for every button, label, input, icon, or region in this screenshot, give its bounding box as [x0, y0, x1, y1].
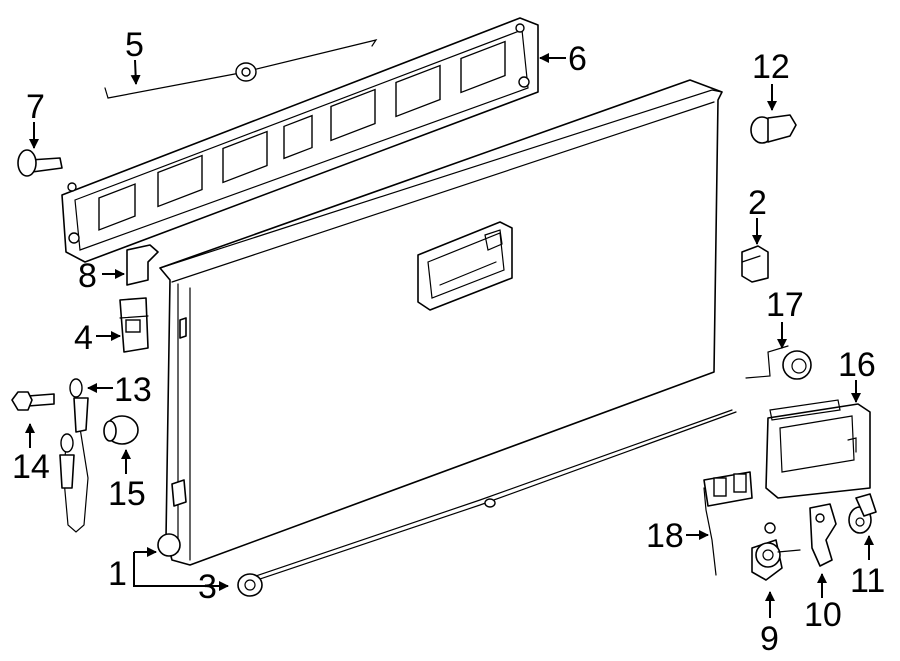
callout-15: 15: [108, 475, 146, 513]
tailgate-shell: [157, 79, 723, 566]
tailgate-hinge-bracket: [119, 297, 149, 353]
callout-6: 6: [568, 40, 587, 78]
tailgate-top-trim-panel: [61, 17, 539, 263]
release-rod-grommet: [237, 573, 263, 597]
leader-lines: [25, 53, 874, 618]
wiring-harness: [703, 471, 753, 576]
support-cable: [59, 378, 89, 533]
pivot-bushing: [103, 415, 139, 445]
tailgate-bumper: [741, 245, 769, 283]
callout-13: 13: [114, 371, 152, 409]
latch-striker: [751, 522, 801, 581]
handle-spring: [745, 345, 812, 380]
callout-11: 11: [850, 562, 885, 600]
tailgate-lock-rod: [104, 39, 378, 99]
callout-12: 12: [752, 48, 790, 86]
hinge-bolt: [11, 391, 55, 411]
callout-8: 8: [78, 257, 97, 295]
callout-3: 3: [198, 568, 217, 606]
callout-7: 7: [26, 88, 45, 126]
callout-1: 1: [108, 555, 127, 593]
callout-18: 18: [646, 517, 684, 555]
push-pin-fastener: [17, 149, 63, 177]
striker-bracket: [809, 503, 837, 567]
retaining-clip: [126, 244, 159, 286]
callout-10: 10: [804, 596, 842, 634]
callout-17: 17: [766, 286, 804, 324]
callout-labels: 5 6 7 12 2 8 4 17 13 16 14 15 18 1 3 11 …: [12, 26, 885, 658]
plug-fastener: [750, 114, 797, 144]
callout-9: 9: [760, 620, 779, 658]
release-rod: [247, 409, 737, 584]
callout-14: 14: [12, 448, 50, 486]
callout-16: 16: [838, 346, 876, 384]
tailgate-handle: [765, 399, 871, 499]
callout-5: 5: [125, 26, 144, 64]
cable-end-fitting: [848, 493, 877, 534]
callout-4: 4: [74, 319, 93, 357]
callout-2: 2: [748, 184, 767, 222]
